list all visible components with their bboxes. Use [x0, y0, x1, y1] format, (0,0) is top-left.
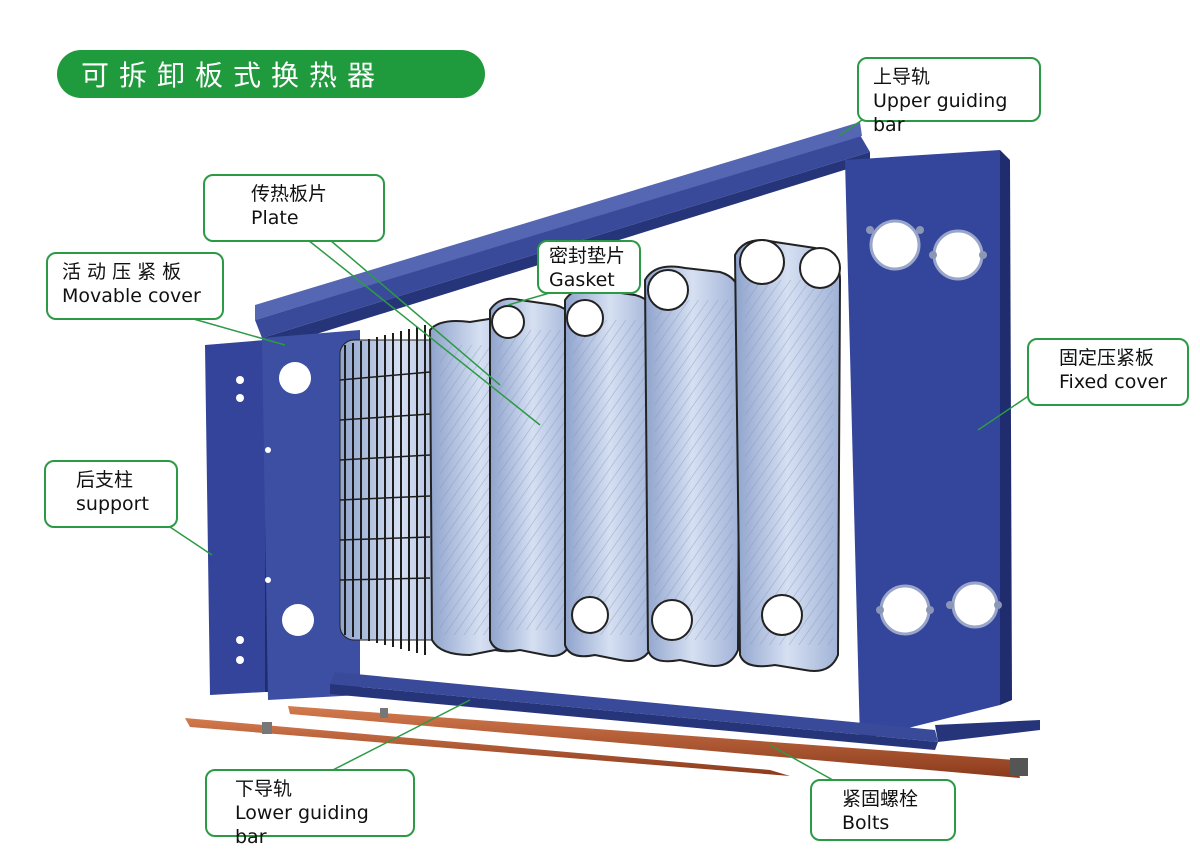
- callout-zh-label: 传热板片: [251, 183, 328, 205]
- callout-zh-label: 下导轨: [235, 778, 293, 800]
- callout-en-label: Bolts: [842, 812, 890, 834]
- callout-zh-label: 紧固螺栓: [842, 788, 919, 810]
- back-support: [205, 338, 272, 695]
- callout-en-label: Gasket: [549, 269, 615, 291]
- callout-en-label: Upper guiding bar: [873, 90, 1008, 136]
- callout-bolts: 紧固螺栓 Bolts: [810, 779, 956, 841]
- callout-en-label: Movable cover: [62, 285, 201, 307]
- plate-3: [564, 287, 657, 662]
- callout-zh-label: 活 动 压 紧 板: [62, 261, 182, 283]
- plate-2: [489, 297, 577, 657]
- callout-movable-cover: 活 动 压 紧 板 Movable cover: [46, 252, 224, 320]
- plate-5: [733, 239, 842, 672]
- callout-zh-label: 上导轨: [873, 66, 931, 88]
- callout-zh-label: 密封垫片: [549, 245, 626, 267]
- callout-plate: 传热板片 Plate: [203, 174, 385, 242]
- callout-fixed-cover: 固定压紧板 Fixed cover: [1027, 338, 1189, 406]
- callout-lower-guiding-bar: 下导轨 Lower guiding bar: [205, 769, 415, 848]
- callout-zh-label: 固定压紧板: [1059, 347, 1155, 369]
- callout-en-label: support: [76, 493, 149, 515]
- fixed-cover: [845, 150, 1012, 740]
- plate-4: [643, 265, 742, 667]
- leader-lines: [169, 117, 1031, 785]
- lower-guiding-bar: [330, 672, 1040, 750]
- callout-upper-guiding-bar: 上导轨 Upper guiding bar: [857, 57, 1041, 136]
- callout-support: 后支柱 support: [44, 460, 178, 528]
- callout-en-label: Plate: [251, 207, 299, 229]
- bolts: [185, 706, 1028, 778]
- movable-cover: [262, 330, 360, 700]
- page-title: 可拆卸板式换热器: [57, 50, 485, 98]
- plates: [428, 239, 842, 672]
- callout-en-label: Fixed cover: [1059, 371, 1168, 393]
- plate-pack: [339, 325, 461, 655]
- callout-gasket: 密封垫片 Gasket: [537, 240, 641, 294]
- callout-zh-label: 后支柱: [76, 469, 134, 491]
- callout-en-label: Lower guiding bar: [235, 802, 369, 848]
